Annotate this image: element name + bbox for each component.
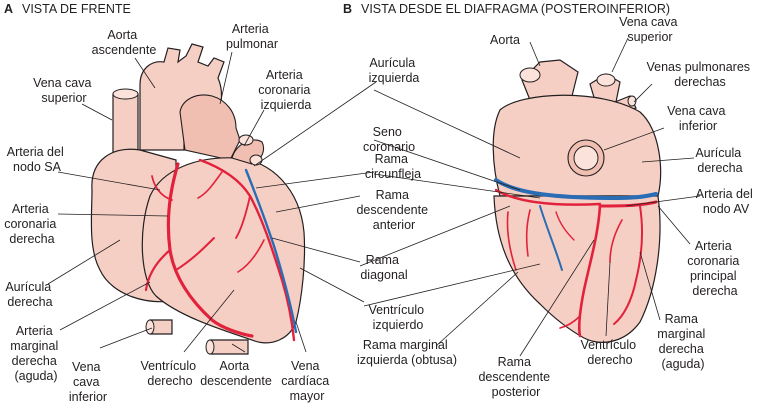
label-ventriculo-derecho-a: Ventrículo derecho [140,359,199,388]
pulmonary-artery-shape [179,94,241,161]
label-arteria-coronaria-derecha: Arteria coronaria derecha [4,202,60,246]
label-ventriculo-derecho-b: Ventrículo derecho [580,338,639,367]
label-vena-cardiaca-mayor: Vena cardíaca mayor [281,359,332,403]
leader-lines [47,37,701,357]
label-arteria-marginal-derecha: Arteria marginal derecha (aguda) [10,324,61,383]
label-arteria-coronaria-izquierda: Arteria coronaria izquierda [258,68,314,112]
posterior-ventricles-shape [493,195,661,343]
panel-b-title: VISTA DESDE EL DIAFRAGMA (POSTEROINFERIO… [361,2,670,16]
panel-a-letter: A [4,2,13,16]
label-aorta-descendente: Aorta descendente [200,359,272,388]
labels-panel-a: Aorta ascendente Arteria pulmonar Arteri… [4,22,332,404]
ventricles-shape [141,157,306,344]
label-arteria-nodo-av: Arteria del nodo AV [696,187,756,216]
label-vena-cava-superior-a: Vena cava superior [33,76,95,105]
label-aorta-ascendente: Aorta ascendente [92,28,157,57]
right-coronary-artery [166,162,254,338]
label-rama-diagonal: Rama diagonal [360,253,407,282]
left-coronary-artery [198,158,296,342]
label-rama-marginal-derecha: Rama marginal derecha (aguda) [657,312,708,371]
great-cardiac-vein [244,168,298,334]
label-vena-cava-inferior-a: Vena cava inferior [69,360,107,404]
label-vena-cava-superior-b: Vena cava superior [619,15,681,44]
label-arteria-coronaria-principal-derecha: Arteria coronaria principal derecha [687,239,743,298]
circumflex-branch [494,188,602,206]
labels-panel-b: Aorta Vena cava superior Venas pulmonare… [478,15,756,399]
heart-anterior-illustration [90,43,306,355]
label-aorta-b: Aorta [490,33,520,47]
label-arteria-pulmonar: Arteria pulmonar [226,22,278,51]
label-rama-descendente-anterior: Rama descendente anterior [356,188,431,232]
label-vena-cava-inferior-b: Vena cava inferior [667,104,729,133]
label-arteria-nodo-sa: Arteria del nodo SA [7,145,67,174]
label-ventriculo-izquierdo: Ventrículo izquierdo [368,303,427,332]
label-rama-circunfleja: Rama circunfleja [365,152,421,181]
label-venas-pulmonares-derechas: Venas pulmonares derechas [646,60,753,89]
label-rama-marginal-izquierda: Rama marginal izquierda (obtusa) [357,338,457,367]
label-auricula-derecha-b: Aurícula derecha [695,146,744,175]
label-auricula-izquierda: Aurícula izquierda [369,56,420,85]
panel-b-letter: B [343,2,352,16]
label-seno-coronario: Seno coronario [363,125,415,154]
labels-middle: Aurícula izquierda Seno coronario Rama c… [356,56,457,367]
posterior-descending-branch [577,204,602,338]
heart-posterior-illustration [492,59,662,343]
label-rama-descendente-posterior: Rama descendente posterior [478,355,553,399]
panel-a-title: VISTA DE FRENTE [22,2,131,16]
label-auricula-derecha-a: Aurícula derecha [5,280,54,309]
